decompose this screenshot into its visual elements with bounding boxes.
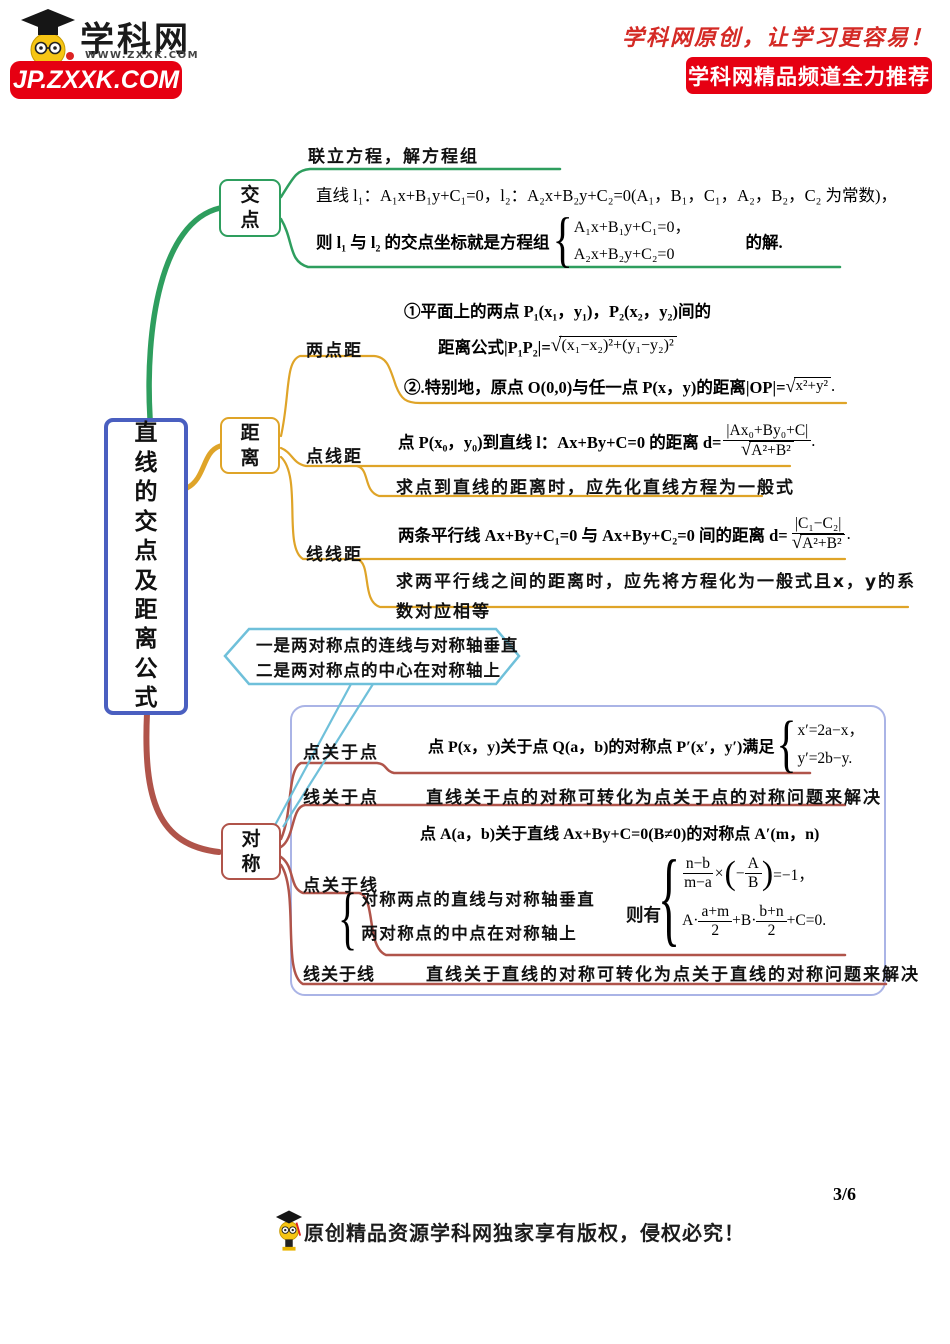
branch-duichen-lines <box>143 710 888 986</box>
footer-copyright: 原创精品资源学科网独家享有版权，侵权必究！ <box>304 1221 745 1245</box>
left-brace: { <box>776 710 797 780</box>
dianxianju-frac-den: A²+B² <box>749 440 794 460</box>
dian-xian-conditions: { 对称两点的直线与对称轴垂直 两对称点的中点在对称轴上 <box>338 878 596 957</box>
node-jiaodian: 交点 <box>219 179 281 237</box>
dian-xian-cond1: 对称两点的直线与对称轴垂直 <box>361 890 596 909</box>
liangdianju-sqrt2-content: x²+y² <box>793 376 831 395</box>
jiaodian-system-eq1: A₁x+B₁y+C₁=0， <box>573 219 691 236</box>
eq1-num2: A <box>744 855 762 875</box>
node-duichen: 对称 <box>221 823 281 880</box>
node-juli: 距离 <box>220 417 280 474</box>
eq1-den1: m−a <box>684 874 712 892</box>
dian-dian-sys-eq1: x′=2a−x， <box>797 722 865 739</box>
dianxianju-formula: 点 P(x₀，y₀)到直线 l：Ax+By+C=0 的距离 d= |Ax₀+By… <box>398 416 815 466</box>
dianxianju-prefix: 点 P(x₀，y₀)到直线 l：Ax+By+C=0 的距离 d= <box>398 433 722 452</box>
dian-dian-prefix: 点 P(x，y)关于点 Q(a，b)的对称点 P′(x′，y′)满足 <box>428 739 775 756</box>
header-slogan: 学科网原创，让学习更容易！ <box>621 26 934 51</box>
label-xianxianju: 线线距 <box>306 545 363 565</box>
dian-xian-eq2: A· a+m 2 +B· b+n 2 +C=0. <box>682 903 826 940</box>
eq2-num2: b+n <box>756 903 787 922</box>
brand-url: WWW.ZXXK.COM <box>85 50 200 61</box>
liangdianju-line3-prefix: ②.特别地，原点 O(0,0)与任一点 P(x，y)的距离|OP|= <box>404 378 786 397</box>
xianxianju-suffix: . <box>846 524 851 543</box>
xian-xian-text: 直线关于直线的对称可转化为点关于直线的对称问题来解决 <box>426 965 920 985</box>
node-duichen-label: 对称 <box>241 827 261 875</box>
label-dian-dian: 点关于点 <box>303 743 379 763</box>
dian-dian-sys-eq2: y′=2b−y. <box>797 750 853 767</box>
minus-sign: − <box>735 864 745 882</box>
jiaodian-line2: 则 l₁ 与 l₂ 的交点坐标就是方程组 { A₁x+B₁y+C₁=0， A₂x… <box>316 208 783 275</box>
label-dian-xian: 点关于线 <box>303 876 379 896</box>
liangdianju-line3: ②.特别地，原点 O(0,0)与任一点 P(x，y)的距离|OP|= √ x²+… <box>404 371 835 401</box>
liangdianju-line2-prefix: 距离公式|P₁P₂|= <box>438 338 551 357</box>
eq1-num1: n−b <box>682 855 714 875</box>
dianxianju-frac-num: |Ax₀+By₀+C| <box>723 422 812 441</box>
left-brace: { <box>658 838 681 956</box>
branch-jiaodian-lines <box>146 167 842 421</box>
jiaodian-line2-prefix: 则 l₁ 与 l₂ 的交点坐标就是方程组 <box>316 233 550 252</box>
eq2-p2: +B· <box>732 912 757 929</box>
left-brace: { <box>552 207 573 275</box>
root-node-title: 直线的交点及距离公式 <box>134 420 158 712</box>
right-paren: ) <box>761 854 774 892</box>
dian-dian-formula: 点 P(x，y)关于点 Q(a，b)的对称点 P′(x′，y′)满足 { x′=… <box>428 711 865 780</box>
page-number: 3/6 <box>833 1184 857 1204</box>
jiaodian-note: 联立方程，解方程组 <box>308 147 479 167</box>
label-xian-xian: 线关于线 <box>303 965 375 985</box>
xianxianju-prefix: 两条平行线 Ax+By+C₁=0 与 Ax+By+C₂=0 间的距离 d= <box>398 526 788 545</box>
xianxianju-formula: 两条平行线 Ax+By+C₁=0 与 Ax+By+C₂=0 间的距离 d= |C… <box>398 509 851 559</box>
dian-xian-system: { n−b m−a × ( − A B ) =−1， A· a <box>658 838 826 955</box>
dian-xian-zeyou: 则有 <box>626 906 661 926</box>
eq1-tail: =−1， <box>773 866 814 884</box>
liangdianju-line1: ①平面上的两点 P₁(x₁，y₁)，P₂(x₂，y₂)间的 <box>404 302 711 321</box>
eq2-den2: 2 <box>767 921 776 939</box>
jp-zxxk-badge: JP.ZXXK.COM <box>10 61 182 99</box>
jiaodian-line1: 直线 l₁：A₁x+B₁y+C₁=0，l₂：A₂x+B₂y+C₂=0(A₁，B₁… <box>316 186 897 205</box>
radical-sign: √ <box>785 375 796 396</box>
xianxianju-note: 求两平行线之间的距离时，应先将方程化为一般式且x，y的系数对应相等 <box>396 572 917 622</box>
label-liangdianju: 两点距 <box>306 341 363 361</box>
xianxianju-frac-den: A²+B² <box>800 533 845 553</box>
dian-xian-line1: 点 A(a，b)关于直线 Ax+By+C=0(B≠0)的对称点 A′(m，n) <box>420 826 820 843</box>
callout-line2: 二是两对称点的中心在对称轴上 <box>256 661 501 680</box>
left-brace: { <box>338 877 358 957</box>
callout-line1: 一是两对称点的连线与对称轴垂直 <box>256 636 519 655</box>
eq2-tail: +C=0. <box>786 912 827 929</box>
footer-mascot-icon <box>275 1210 303 1251</box>
callout-shape <box>223 627 521 828</box>
symmetry-group-box <box>290 705 886 996</box>
xian-dian-text: 直线关于点的对称可转化为点关于点的对称问题来解决 <box>426 788 882 808</box>
xianxianju-frac-num: |C₁−C₂| <box>791 515 845 534</box>
root-node: 直线的交点及距离公式 <box>104 418 188 715</box>
dianxianju-suffix: . <box>811 431 816 450</box>
radical-sign: √ <box>550 335 562 357</box>
header-banner: 学科网精品频道全力推荐 <box>686 57 932 94</box>
label-dianxianju: 点线距 <box>306 447 363 467</box>
callout-text: 一是两对称点的连线与对称轴垂直 二是两对称点的中心在对称轴上 <box>256 633 519 683</box>
dian-xian-eq1: n−b m−a × ( − A B ) =−1， <box>682 855 826 893</box>
eq2-den1: 2 <box>711 921 720 939</box>
liangdianju-line2: 距离公式|P₁P₂|= √ (x₁−x₂)²+(y₁−y₂)² <box>438 330 677 362</box>
label-xian-dian: 线关于点 <box>303 788 379 808</box>
zxxk-mascot-logo-icon <box>21 9 75 73</box>
radical-sign: √ <box>740 438 752 460</box>
jiaodian-line2-suffix: 的解. <box>745 233 783 252</box>
left-paren: ( <box>724 854 736 892</box>
node-jiaodian-label: 交点 <box>240 184 260 231</box>
radical-sign: √ <box>791 531 803 553</box>
node-juli-label: 距离 <box>240 421 260 469</box>
eq2-num1: a+m <box>698 903 733 922</box>
brand-title: 学科网 <box>80 20 191 60</box>
liangdianju-line3-suffix: . <box>831 376 836 395</box>
eq1-den2: B <box>748 874 759 892</box>
liangdianju-sqrt-content: (x₁−x₂)²+(y₁−y₂)² <box>559 336 677 355</box>
dianxianju-note: 求点到直线的距离时，应先化直线方程为一般式 <box>396 478 795 498</box>
jiaodian-system-eq2: A₂x+B₂y+C₂=0 <box>573 246 675 263</box>
branch-juli-lines <box>184 354 910 609</box>
multiply-sign: × <box>714 864 724 882</box>
dian-xian-cond2: 两对称点的中点在对称轴上 <box>361 924 578 943</box>
eq2-p1: A· <box>682 912 699 929</box>
